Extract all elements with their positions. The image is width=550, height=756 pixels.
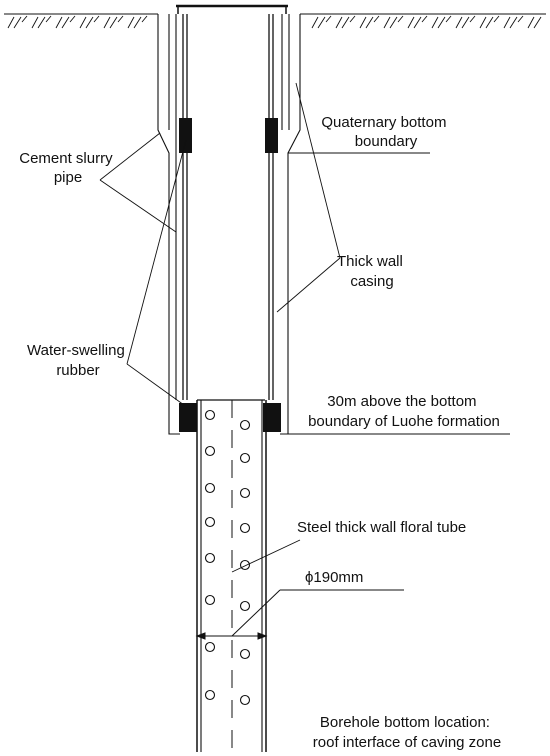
- label-water-swelling-rubber-line2: rubber: [56, 362, 99, 379]
- well-head-cap: [176, 4, 288, 14]
- cement-slurry-pipe: [168, 14, 290, 400]
- label-luohe: 30m above the bottom boundary of Luohe f…: [308, 393, 500, 430]
- label-diameter: ϕ190mm: [305, 569, 363, 586]
- leader-casing-b: [276, 257, 341, 313]
- leader-slurry-a: [99, 132, 161, 181]
- label-water-swelling-rubber-line1: Water-swelling: [27, 342, 125, 359]
- label-borehole-bottom-line1: Borehole bottom location:: [320, 714, 490, 731]
- water-swelling-rubber: [179, 118, 281, 432]
- label-thick-wall-casing: Thick wall casing: [337, 253, 407, 290]
- ground-surface: [4, 13, 546, 29]
- leader-floral-tube: [231, 539, 301, 573]
- perforation-holes: [204, 409, 251, 706]
- ground-hatch-right: [311, 15, 542, 29]
- label-cement-slurry-pipe: Cement slurry pipe: [19, 150, 117, 186]
- label-thick-wall-casing-line2: casing: [350, 273, 393, 290]
- label-thick-wall-casing-line1: Thick wall: [337, 253, 403, 270]
- thick-wall-casing: [182, 14, 274, 400]
- leader-rubber-a: [126, 139, 187, 365]
- label-borehole-bottom-line2: roof interface of caving zone: [313, 734, 501, 751]
- label-quaternary: Quaternary bottom boundary: [321, 114, 450, 150]
- label-luohe-line2: boundary of Luohe formation: [308, 413, 500, 430]
- leader-casing-a: [295, 82, 341, 259]
- label-borehole-bottom: Borehole bottom location: roof interface…: [313, 714, 501, 751]
- label-quaternary-line2: boundary: [355, 133, 418, 150]
- label-luohe-line1: 30m above the bottom: [327, 393, 476, 410]
- leader-rubber-b: [126, 363, 185, 406]
- label-cement-slurry-pipe-line2: pipe: [54, 169, 82, 186]
- label-floral-tube: Steel thick wall floral tube: [297, 519, 466, 536]
- label-water-swelling-rubber: Water-swelling rubber: [27, 342, 129, 379]
- leader-lines: [99, 82, 510, 573]
- ground-hatch-left: [7, 15, 148, 29]
- label-quaternary-line1: Quaternary bottom: [321, 114, 446, 131]
- floral-tube: [196, 399, 267, 752]
- diameter-dimension: [195, 589, 404, 640]
- borehole-wall: [157, 14, 301, 435]
- leader-slurry-b: [99, 179, 177, 233]
- label-cement-slurry-pipe-line1: Cement slurry: [19, 150, 113, 167]
